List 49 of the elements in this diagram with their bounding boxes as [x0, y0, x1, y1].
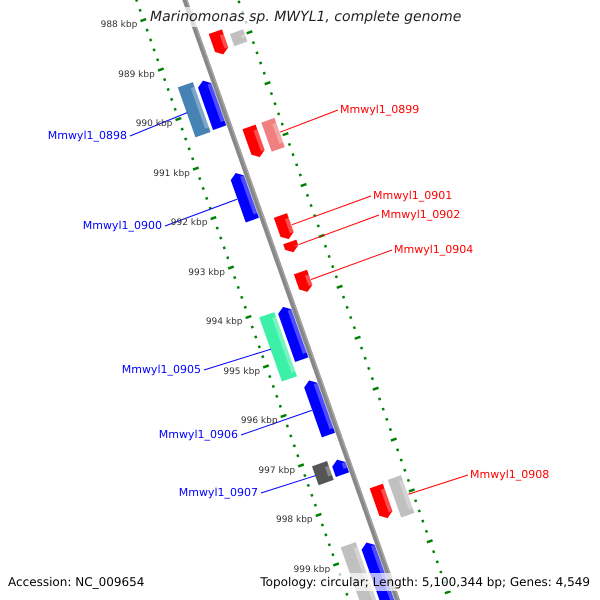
- gene-label: Mmwyl1_0907: [178, 486, 258, 500]
- leader-line: [291, 196, 372, 226]
- scale-label: 996 kbp: [240, 416, 278, 428]
- gene-segment: [388, 475, 414, 518]
- scale-label: 994 kbp: [206, 317, 243, 328]
- leader-line: [280, 110, 338, 133]
- gene-segment: [312, 461, 334, 486]
- scale-label: 999 kbp: [294, 564, 330, 576]
- gene-segment: [294, 270, 312, 292]
- gene-segment: [242, 124, 265, 158]
- scale-label: 995 kbp: [223, 366, 260, 378]
- gene-segment: [370, 484, 392, 518]
- gene-segment: [230, 173, 259, 222]
- gene-segment: [259, 312, 297, 382]
- scale-label: 989 kbp: [118, 70, 155, 81]
- leader-line: [164, 198, 238, 226]
- gene-label: Mmwyl1_0898: [48, 129, 127, 143]
- gene-segment: [230, 29, 248, 46]
- leader-line: [408, 474, 468, 495]
- gene-segment: [208, 29, 228, 54]
- gene-label: Mmwyl1_0902: [381, 208, 460, 222]
- leader-line: [298, 214, 380, 246]
- gene-label: Mmwyl1_0906: [158, 428, 238, 442]
- gene-segment: [261, 118, 285, 152]
- scale-label: 997 kbp: [258, 466, 296, 477]
- scale-label: 991 kbp: [153, 168, 190, 180]
- title: Marinomonas sp. MWYL1, complete genome: [148, 7, 464, 27]
- leader-line: [260, 475, 316, 494]
- scale-label: 990 kbp: [136, 119, 172, 130]
- scale-label: 998 kbp: [276, 515, 313, 526]
- gene-label: Mmwyl1_0905: [122, 363, 201, 377]
- gene-label: Mmwyl1_0904: [394, 243, 474, 257]
- gene-segment: [278, 306, 308, 362]
- gene-segment: [332, 460, 350, 477]
- gene-label: Mmwyl1_0901: [373, 189, 452, 203]
- scale-label: 988 kbp: [100, 20, 138, 32]
- leader-line: [130, 112, 188, 136]
- gene-label: Mmwyl1_0900: [82, 219, 162, 233]
- gene-label: Mmwyl1_0908: [470, 468, 550, 482]
- scale-label: 992 kbp: [170, 218, 208, 230]
- leader-line: [310, 250, 392, 280]
- gene-segment: [283, 240, 298, 252]
- scale-label: 993 kbp: [188, 268, 225, 279]
- leader-line: [240, 410, 312, 436]
- leader-line: [204, 348, 272, 370]
- gene-segment: [304, 380, 336, 438]
- gene-label: Mmwyl1_0899: [340, 103, 420, 117]
- gene-segment: [178, 82, 211, 138]
- gene-segment: [198, 80, 226, 130]
